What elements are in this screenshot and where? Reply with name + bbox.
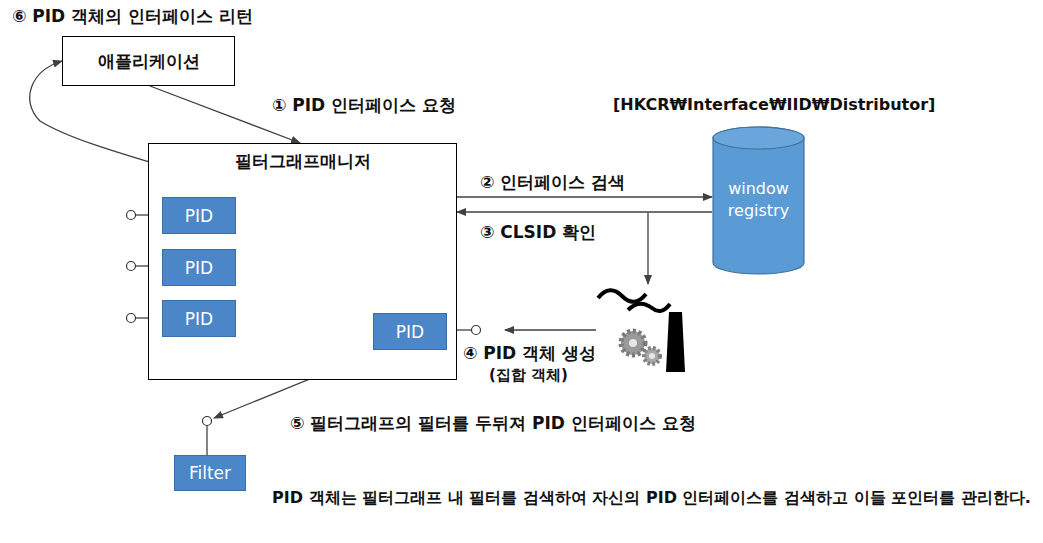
note-label: (집합 객체)	[487, 366, 570, 385]
node-text: PID	[185, 258, 213, 278]
step-label: ⑤ 필터그래프의 필터를 두뒤져 PID 인터페이스 요청	[288, 412, 698, 435]
factory-icon	[598, 290, 685, 372]
lollipop-head	[203, 417, 212, 426]
step-label: ⑥ PID 객체의 인터페이스 리턴	[10, 5, 255, 28]
node-text: 필터그래프매니저	[149, 150, 456, 173]
gear-hub	[649, 353, 655, 359]
cylinder-top	[713, 127, 804, 149]
node-text: window registry	[717, 178, 801, 221]
filter-box: Filter	[174, 455, 246, 491]
application-box: 애플리케이션	[62, 36, 235, 86]
step-label: ① PID 인터페이스 요청	[270, 94, 458, 117]
gear	[621, 331, 645, 355]
chimney	[666, 312, 685, 372]
step-label: ④ PID 객체 생성	[461, 342, 598, 365]
pid-box: PID	[162, 197, 236, 234]
step-label: ② 인터페이스 검색	[478, 171, 627, 194]
node-text: Filter	[189, 463, 231, 483]
lollipop-head	[127, 262, 136, 271]
smoke	[598, 290, 646, 302]
lollipop-head	[127, 211, 136, 220]
node-text: PID	[185, 206, 213, 226]
cylinder-body	[713, 127, 804, 274]
node-text: PID	[396, 322, 424, 342]
lollipop-stem	[206, 426, 207, 455]
connector-arrow	[457, 211, 712, 212]
gear-hub	[629, 339, 637, 347]
smoke	[628, 304, 670, 311]
step-label: ③ CLSID 확인	[478, 221, 598, 244]
connector-arrow	[457, 196, 712, 197]
gear	[644, 348, 660, 364]
lollipop-head	[472, 326, 481, 335]
create-arrow	[505, 329, 596, 330]
registry-cylinder: window registry	[712, 126, 805, 275]
note-text: PID 객체는 필터그래프 내 필터를 검색하여 자신의 PID 인터페이스를 …	[270, 486, 1043, 510]
lookup-arrow	[647, 213, 648, 284]
cylinder-shape	[712, 126, 805, 275]
lollipop-head	[127, 314, 136, 323]
pid-box: PID	[162, 249, 236, 286]
node-text: PID	[185, 309, 213, 329]
pid-box: PID	[162, 300, 236, 337]
node-text: 애플리케이션	[98, 50, 200, 73]
manager-box: 필터그래프매니저 PID PID PID PID	[148, 143, 457, 380]
pid-box: PID	[373, 313, 447, 350]
registry-key: [HKCR₩Interface₩IID₩Distributor]	[611, 95, 937, 114]
